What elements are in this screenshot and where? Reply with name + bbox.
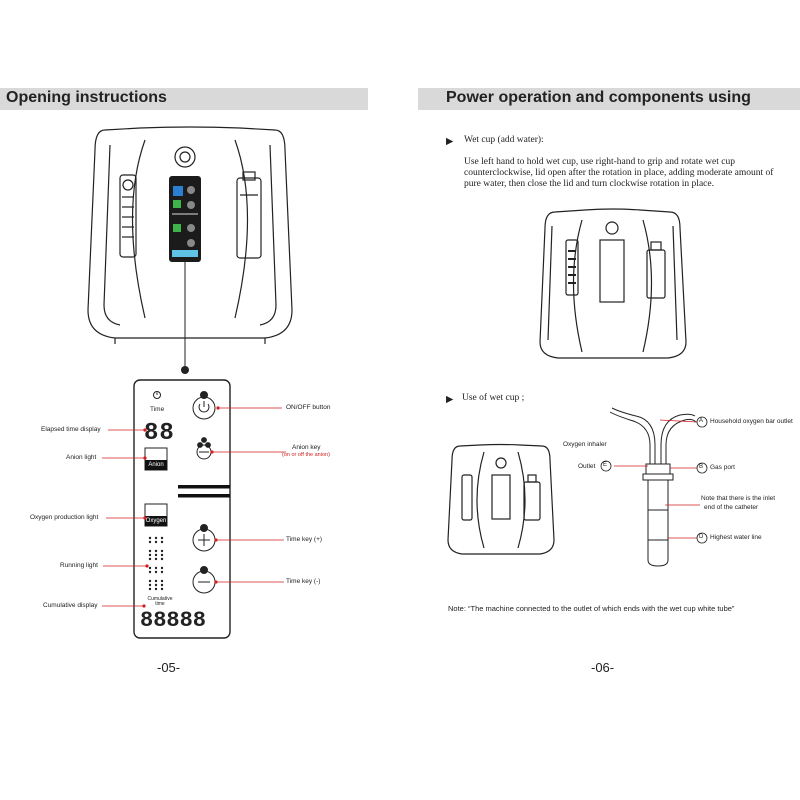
wet-cup-diagram (609, 407, 697, 567)
bullet-arrow-icon-2: ▶ (446, 395, 454, 405)
callout-oxygen-production-light: Oxygen production light (30, 514, 99, 521)
marker-d (696, 532, 708, 544)
page-number-right: -06- (591, 660, 615, 675)
callout-anion-key: Anion key (292, 444, 321, 451)
label-gas-port: Gas port (710, 464, 735, 471)
machine-front-illustration (87, 126, 293, 344)
oxygen-badge: Oxygen (145, 518, 167, 524)
panel-time-label: Time (150, 406, 165, 413)
label-household-outlet: Household oxygen bar outlet (710, 418, 793, 425)
page-number-left: -05- (157, 660, 181, 675)
callout-onoff-button: ON/OFF button (286, 404, 331, 411)
marker-b (696, 462, 708, 474)
cumulative-digits: 88888 (140, 608, 207, 633)
divider-bar-bottom (178, 494, 230, 498)
callout-elapsed-time-display: Elapsed time display (41, 426, 101, 433)
divider-bar-top (178, 485, 230, 489)
section-header-left: Opening instructions (0, 88, 368, 110)
marker-b-letter: B (699, 464, 704, 470)
callout-cumulative-display: Cumulative display (43, 602, 98, 609)
callout-time-key-plus: Time key (+) (286, 536, 323, 543)
marker-a-letter: A (699, 418, 704, 424)
label-highest-water-line: Highest water line (710, 534, 762, 541)
marker-e-letter: E (603, 462, 608, 468)
section-title-opening: Opening instructions (6, 89, 167, 106)
wet-cup-instructions: Use left hand to hold wet cup, use right… (464, 157, 774, 189)
clock-icon (153, 391, 161, 399)
marker-e (600, 460, 612, 472)
bullet-arrow-icon: ▶ (446, 137, 454, 147)
anion-badge: Anion (148, 462, 164, 468)
callout-time-key-minus: Time key (-) (286, 578, 321, 585)
marker-d-letter: D (699, 534, 704, 540)
wet-cup-note: Note: “The machine connected to the outl… (448, 604, 735, 613)
callout-lines-left (102, 406, 286, 608)
machine-control-panel (169, 176, 201, 262)
power-icon (192, 396, 216, 420)
label-outlet: Outlet (578, 463, 596, 470)
callout-running-light: Running light (60, 562, 98, 569)
use-of-wet-cup-title: Use of wet cup ; (462, 393, 525, 403)
machine-small-illustration (447, 443, 555, 555)
connector-dot (181, 366, 189, 374)
callout-anion-key-note: (on or off the anion) (282, 452, 330, 458)
running-light-dots (148, 536, 164, 591)
machine-wet-cup-illustration (539, 208, 687, 359)
callout-anion-light: Anion light (66, 454, 97, 461)
cumulative-time-label: Cumulative time (147, 596, 173, 607)
section-title-power: Power operation and components using (446, 89, 751, 106)
marker-a (696, 416, 708, 428)
label-inlet-note-1: Note that there is the inlet (701, 495, 776, 502)
callout-lines-right (614, 419, 700, 539)
section-header-right: Power operation and components using (418, 88, 800, 110)
label-oxygen-inhaler: Oxygen inhaler (563, 441, 607, 448)
wet-cup-add-water-title: Wet cup (add water): (464, 135, 544, 145)
elapsed-time-digits: 88 (144, 420, 175, 447)
label-inlet-note-2: end of the catheter (704, 504, 759, 511)
